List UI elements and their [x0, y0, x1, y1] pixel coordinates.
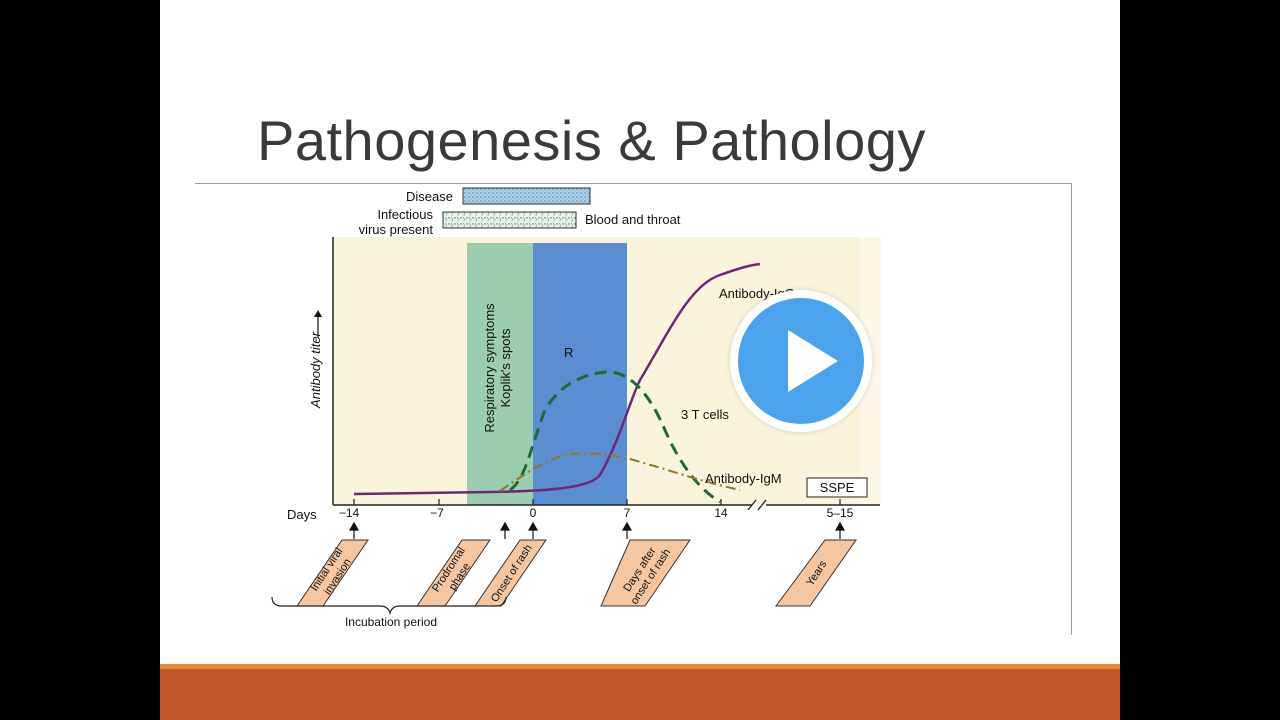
legend-blood-throat-label: Blood and throat — [585, 212, 681, 227]
respiratory-band — [467, 243, 533, 505]
axis-break-icon — [747, 499, 767, 511]
igg-curve — [353, 262, 761, 496]
tick-label-neg7: −7 — [430, 506, 444, 520]
play-icon — [788, 330, 838, 392]
footer-band — [160, 669, 1120, 720]
event-box-days-after: Days after onset of rash — [600, 539, 691, 607]
slide-title: Pathogenesis & Pathology — [257, 109, 926, 172]
sspe-box — [806, 477, 868, 498]
legend-disease-bar — [462, 187, 591, 205]
event-box-onset: Onset of rash — [474, 539, 547, 607]
event-box-years: Years — [775, 539, 857, 607]
legend-infectious-label-2: virus present — [359, 222, 434, 237]
legend-disease-label: Disease — [406, 189, 453, 204]
sspe-label: SSPE — [820, 480, 855, 495]
rash-band — [533, 243, 627, 505]
tick-label-neg14: −14 — [339, 506, 360, 520]
video-play-button[interactable] — [730, 290, 872, 432]
incubation-label: Incubation period — [345, 615, 437, 629]
incubation-brace — [271, 596, 507, 616]
footer-accent-line — [160, 664, 1120, 669]
band-label-koplik: Koplik's spots — [498, 328, 513, 408]
tick-label-14: 14 — [714, 506, 728, 520]
tcells-curve — [509, 370, 721, 504]
band-label-respiratory: Respiratory symptoms — [482, 303, 497, 433]
legend-infectious-label: Infectious — [377, 207, 433, 222]
y-axis-label: Antibody titer — [308, 331, 323, 409]
tick-label-years: 5–15 — [827, 506, 854, 520]
event-box-prodromal: Prodromal phase — [416, 539, 491, 607]
pathogenesis-figure: Disease Infectious virus present Blood a… — [271, 187, 881, 629]
legend-infectious-bar — [442, 211, 577, 229]
figure-right-border — [1071, 183, 1072, 635]
rash-partial-label: R — [564, 345, 573, 360]
tcells-label: 3 T cells — [681, 407, 729, 422]
event-box-initial: Initial viral invasion — [296, 539, 369, 607]
tick-marks — [353, 499, 841, 505]
igm-label: Antibody-IgM — [705, 471, 782, 486]
days-label: Days — [287, 507, 317, 522]
y-axis-arrow-icon — [314, 310, 322, 338]
title-divider — [195, 183, 1072, 184]
event-arrows — [348, 521, 846, 539]
slide: Pathogenesis & Pathology Disease Infecti… — [160, 0, 1120, 720]
igm-curve — [499, 452, 741, 492]
play-button-circle[interactable] — [738, 298, 864, 424]
tick-label-0: 0 — [530, 506, 537, 520]
tick-label-7: 7 — [624, 506, 631, 520]
